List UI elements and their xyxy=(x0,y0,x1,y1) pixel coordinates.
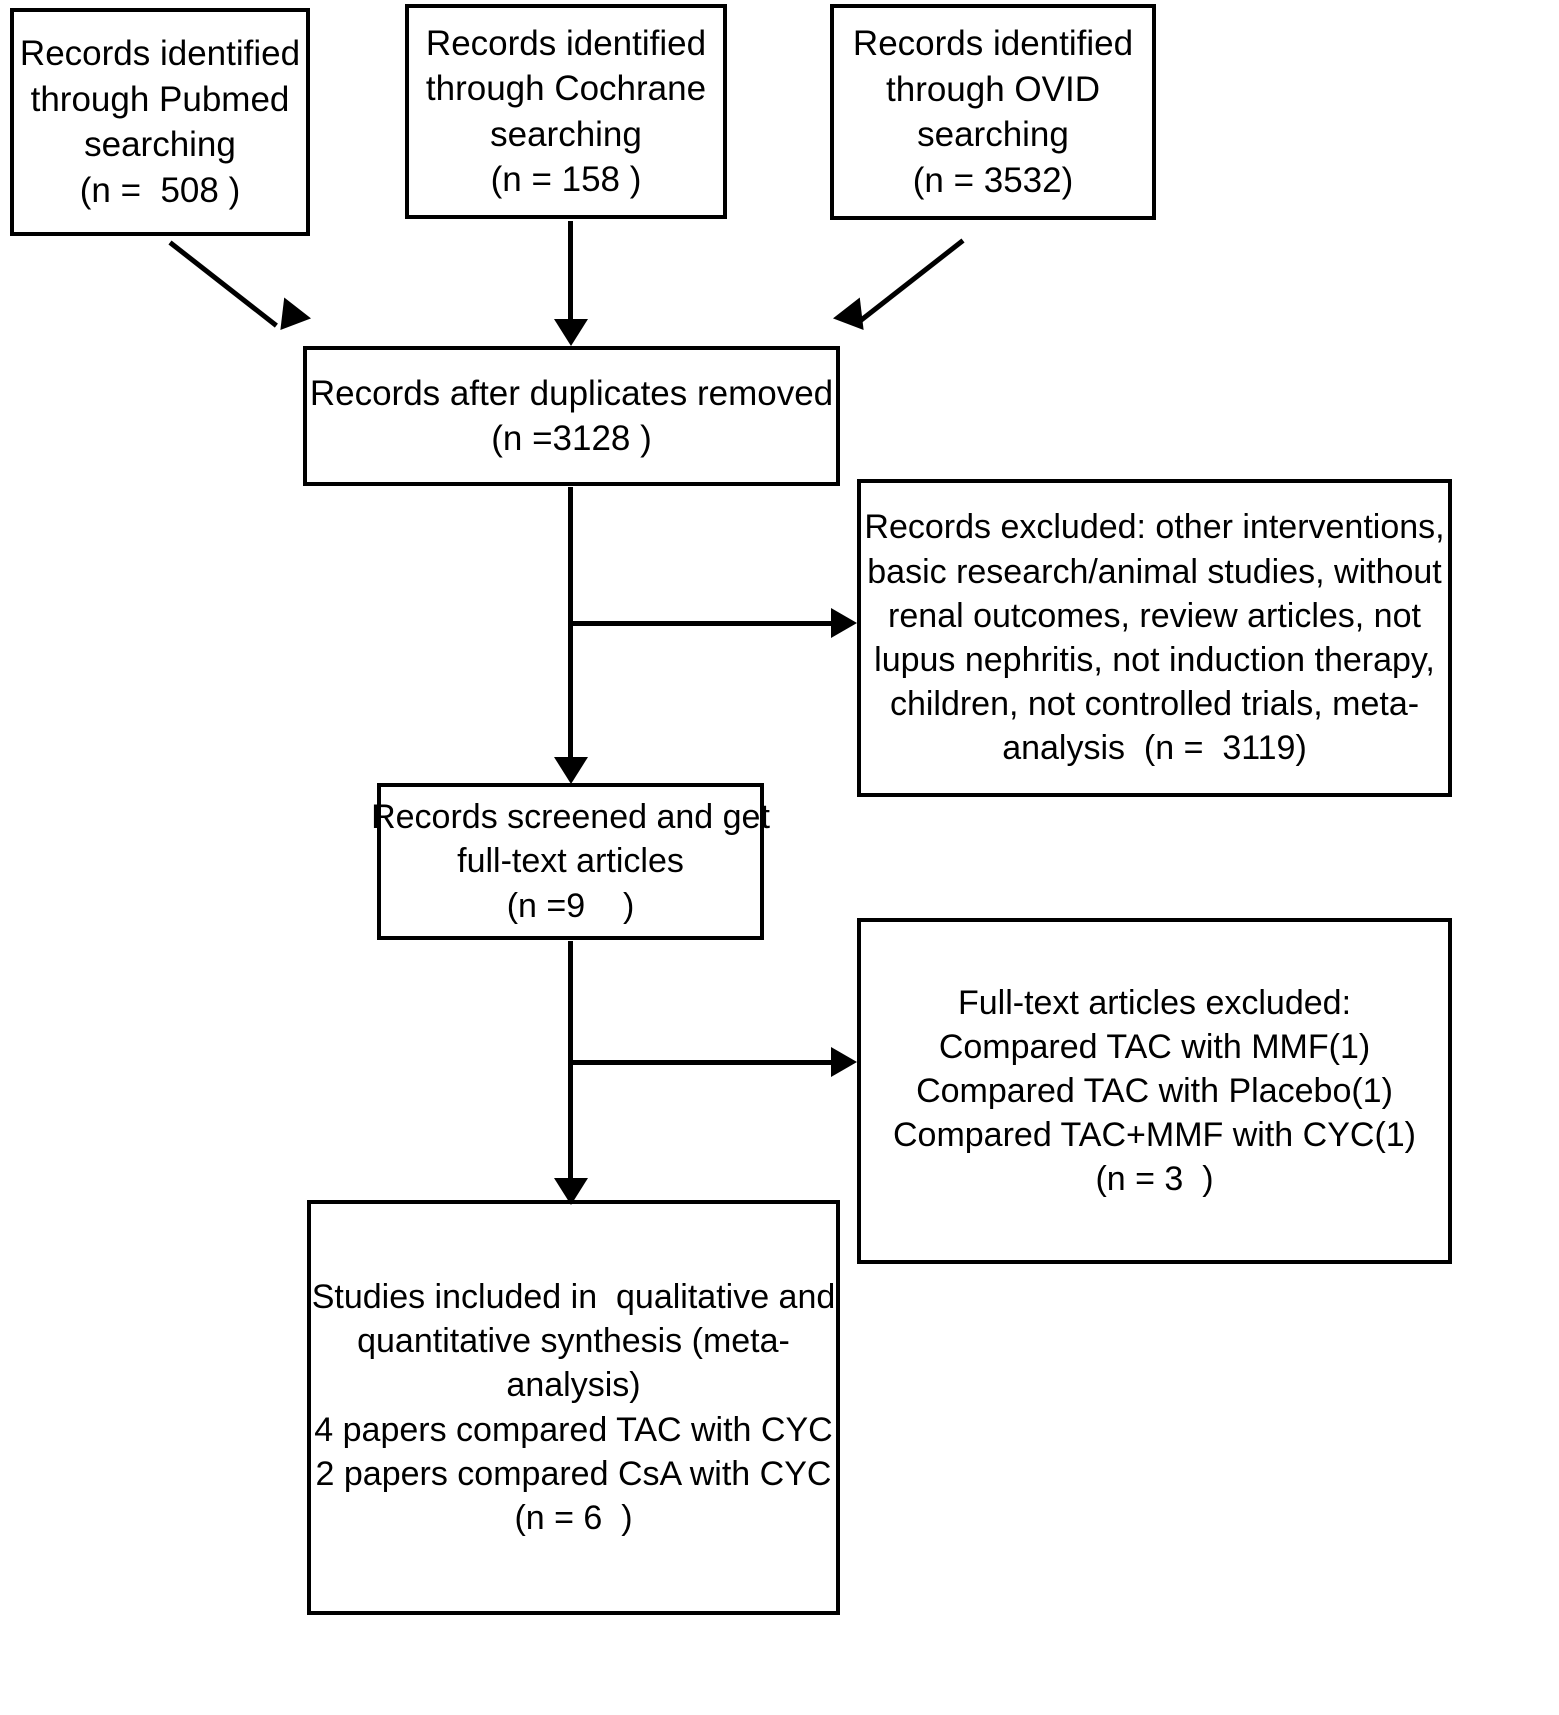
box-line: 4 papers compared TAC with CYC xyxy=(314,1410,833,1449)
box-line: Records screened and get xyxy=(371,798,770,837)
box-line: analysis) xyxy=(506,1366,641,1405)
box-records-screened: Records screened and get full-text artic… xyxy=(371,783,770,940)
arrow-cochrane-to-dedup-line xyxy=(568,221,573,326)
box-line: Records excluded: other interventions, xyxy=(864,508,1445,547)
box-line: Compared TAC with Placebo(1) xyxy=(916,1071,1393,1110)
box-line: basic research/animal studies, without xyxy=(867,552,1442,591)
arrow-dedup-to-screened-line xyxy=(568,487,573,775)
arrow-screened-to-included-head xyxy=(554,1178,588,1205)
box-line: Compared TAC+MMF with CYC(1) xyxy=(892,1116,1416,1155)
box-records-ovid: Records identified through OVID searchin… xyxy=(830,4,1156,220)
arrow-cochrane-to-dedup-head xyxy=(554,319,588,346)
arrow-dedup-to-screened-head xyxy=(554,757,588,784)
box-line-count: analysis (n = 3119) xyxy=(1002,729,1307,768)
box-line: searching xyxy=(917,115,1069,154)
box-line: Compared TAC with MMF(1) xyxy=(938,1027,1371,1066)
arrow-to-excluded-fulltext-line xyxy=(568,1060,833,1065)
arrow-to-excluded-records-head xyxy=(831,608,857,638)
box-line-count: (n =9 ) xyxy=(506,886,635,925)
box-line: lupus nephritis, not induction therapy, xyxy=(874,641,1435,679)
box-line-count: (n =3128 ) xyxy=(491,419,652,458)
arrow-pubmed-to-dedup-head xyxy=(266,297,312,341)
box-line: Records identified xyxy=(425,23,707,63)
box-line: through Pubmed xyxy=(30,79,290,119)
box-line: full-text articles xyxy=(457,842,684,881)
box-line: searching xyxy=(490,114,642,154)
box-line-count: (n = 508 ) xyxy=(79,170,241,210)
box-records-pubmed: Records identified through Pubmed search… xyxy=(10,8,310,236)
box-line: 2 papers compared CsA with CYC xyxy=(315,1454,832,1493)
box-line-count: (n = 3532) xyxy=(912,160,1074,200)
box-line: through OVID xyxy=(886,69,1100,109)
box-line: Studies included in qualitative and xyxy=(311,1277,836,1316)
box-line: Records identified xyxy=(19,34,301,73)
box-line: renal outcomes, review articles, not xyxy=(888,596,1421,635)
arrow-ovid-to-dedup-head xyxy=(832,297,878,341)
box-line: quantitative synthesis (meta- xyxy=(357,1322,790,1361)
box-line-count: (n = 6 ) xyxy=(514,1498,633,1537)
arrow-to-excluded-fulltext-head xyxy=(831,1047,857,1077)
box-line: through Cochrane xyxy=(425,69,707,108)
box-line: searching xyxy=(84,125,236,164)
arrow-to-excluded-records-line xyxy=(568,621,833,626)
box-line: Full-text articles excluded: xyxy=(957,983,1352,1022)
box-records-cochrane: Records identified through Cochrane sear… xyxy=(405,4,727,219)
box-records-after-duplicates-removed: Records after duplicates removed (n =312… xyxy=(303,346,840,486)
box-line-count: (n = 3 ) xyxy=(1095,1160,1214,1199)
box-line: children, not controlled trials, meta- xyxy=(889,685,1420,724)
box-fulltext-articles-excluded: Full-text articles excluded: Compared TA… xyxy=(857,918,1452,1264)
arrow-screened-to-included-line xyxy=(568,941,573,1199)
box-line: Records after duplicates removed xyxy=(309,373,834,413)
box-line-count: (n = 158 ) xyxy=(490,160,642,199)
box-line: Records identified xyxy=(852,24,1134,63)
box-records-excluded: Records excluded: other interventions, b… xyxy=(857,479,1452,797)
box-studies-included: Studies included in qualitative and quan… xyxy=(307,1200,840,1615)
arrow-pubmed-to-dedup-line xyxy=(168,240,278,328)
